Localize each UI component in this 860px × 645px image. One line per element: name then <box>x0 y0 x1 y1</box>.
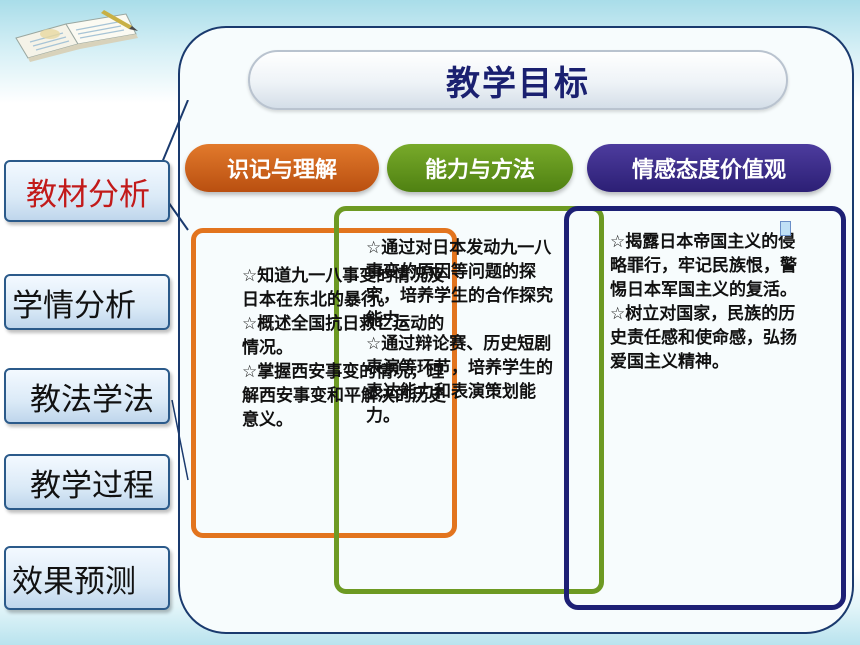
ability-item: ☆通过对日本发动九一八事变的原因等问题的探究，培养学生的合作探究能力。 <box>366 238 553 330</box>
sidebar-item-student-analysis[interactable]: 学情分析 <box>4 274 170 330</box>
knowledge-item: ☆知道九一八事变的情况及日本在东北的暴行。 <box>242 266 445 310</box>
ability-item: ☆通过辩论赛、历史短剧表演等环节，培养学生的表达能力和表演策划能力。 <box>366 334 553 426</box>
ability-frame <box>334 206 604 594</box>
knowledge-frame <box>191 228 457 538</box>
tab-knowledge[interactable]: 识记与理解 <box>185 144 379 192</box>
sidebar-item-teaching-methods[interactable]: 教法学法 <box>4 368 170 424</box>
knowledge-item: ☆掌握西安事变的情况，理解西安事变和平解决的历史意义。 <box>242 362 446 430</box>
emotion-content: ☆揭露日本帝国主义的侵略罪行，牢记民族恨，警惕日本军国主义的复活。 ☆树立对国家… <box>610 230 810 374</box>
sidebar-item-label: 教材分析 <box>26 176 150 213</box>
sidebar-item-label: 教学过程 <box>30 467 154 504</box>
sidebar-item-label: 效果预测 <box>12 563 136 600</box>
page-title: 教学目标 <box>446 63 590 104</box>
sidebar-item-teaching-process[interactable]: 教学过程 <box>4 454 170 510</box>
knowledge-content: ☆知道九一八事变的情况及日本在东北的暴行。 ☆概述全国抗日救亡运动的情况。 ☆掌… <box>242 264 452 432</box>
title-banner: 教学目标 <box>248 50 788 110</box>
tab-ability[interactable]: 能力与方法 <box>387 144 573 192</box>
sidebar-item-material-analysis[interactable]: 教材分析 <box>4 160 170 222</box>
text-cursor-marker <box>780 221 791 236</box>
ability-content: ☆通过对日本发动九一八事变的原因等问题的探究，培养学生的合作探究能力。 ☆通过辩… <box>366 236 566 428</box>
knowledge-item: ☆概述全国抗日救亡运动的情况。 <box>242 314 445 358</box>
sidebar-item-effect-prediction[interactable]: 效果预测 <box>4 546 170 610</box>
emotion-item: ☆树立对国家，民族的历史责任感和使命感，弘扬爱国主义精神。 <box>610 304 797 372</box>
objectives-panel <box>178 26 854 634</box>
emotion-item: ☆揭露日本帝国主义的侵略罪行，牢记民族恨，警惕日本军国主义的复活。 <box>610 232 797 300</box>
emotion-frame <box>564 206 846 610</box>
tab-emotion[interactable]: 情感态度价值观 <box>587 144 831 192</box>
sidebar-item-label: 学情分析 <box>12 287 136 324</box>
open-book-icon <box>15 10 138 62</box>
sidebar-item-label: 教法学法 <box>30 381 154 418</box>
